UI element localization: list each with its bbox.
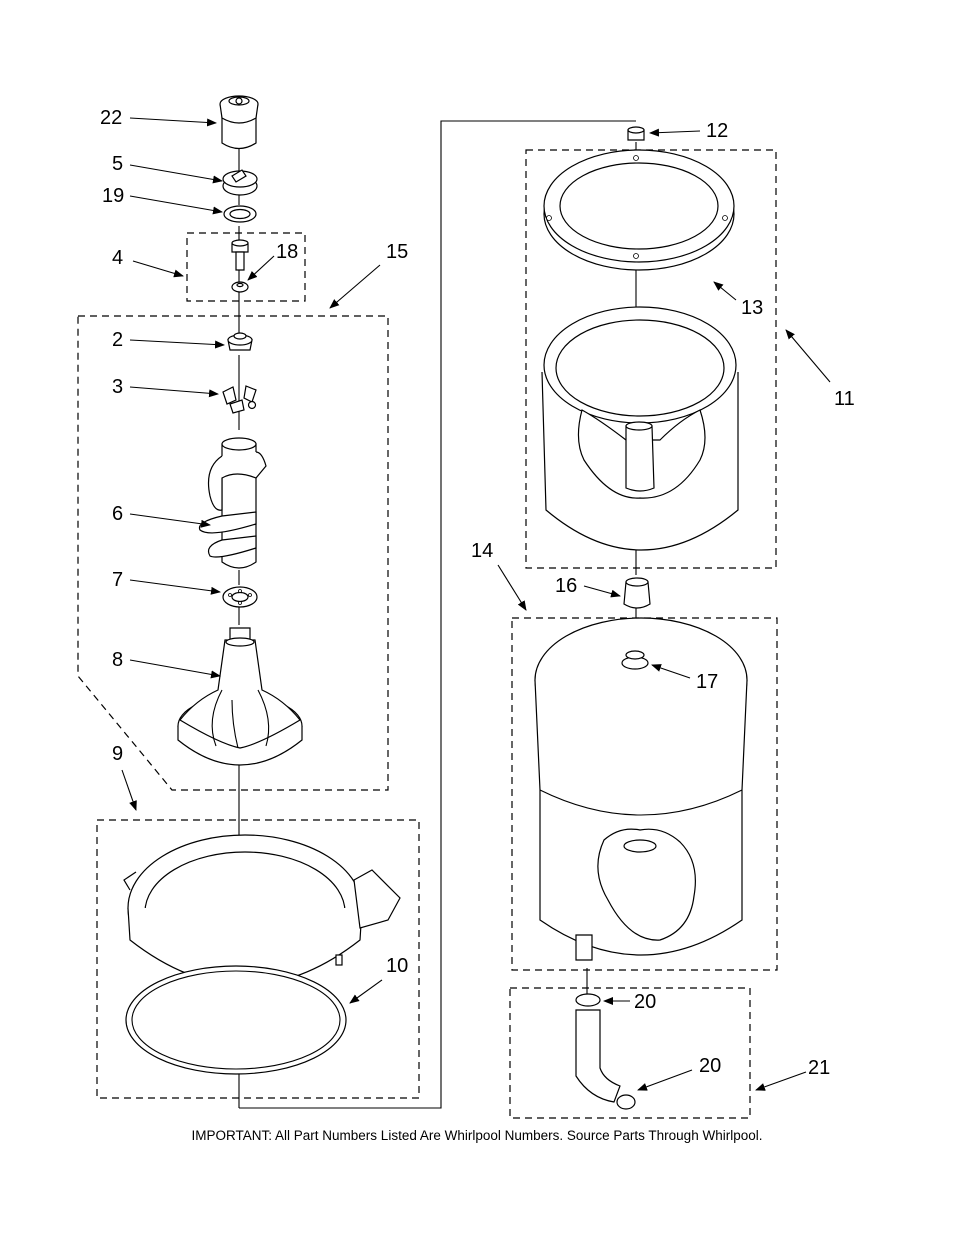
part-8-agitator-base: [178, 628, 302, 765]
callout-15: 15: [386, 241, 408, 263]
part-6-agitator-auger: [199, 438, 266, 568]
callout-21: 21: [808, 1057, 830, 1079]
part-11-basket: [542, 307, 738, 550]
callout-6: 6: [112, 503, 123, 525]
callout-17: 17: [696, 671, 718, 693]
callout-22: 22: [100, 107, 122, 129]
part-5-cap: [223, 170, 257, 195]
callout-3: 3: [112, 376, 123, 398]
footer-note: IMPORTANT: All Part Numbers Listed Are W…: [0, 1128, 954, 1143]
callout-5: 5: [112, 153, 123, 175]
part-16-seal: [624, 578, 650, 608]
callout-18: 18: [276, 241, 298, 263]
callout-2: 2: [112, 329, 123, 351]
callout-16: 16: [555, 575, 577, 597]
part-13-balance-ring: [544, 150, 734, 270]
callout-8: 8: [112, 649, 123, 671]
callout-9: 9: [112, 743, 123, 765]
callout-11: 11: [834, 388, 855, 410]
part-2-cam: [228, 333, 252, 350]
part-20-clamp-top: [576, 994, 600, 1006]
callout-13: 13: [741, 297, 763, 319]
callout-10: 10: [386, 955, 408, 977]
part-20-clamp-bottom: [617, 1095, 635, 1109]
part-19-o-ring: [224, 206, 256, 222]
callout-7: 7: [112, 569, 123, 591]
part-4-bolt: [232, 240, 248, 270]
callout-20-upper: 20: [634, 991, 656, 1013]
part-7-bearing: [223, 587, 257, 607]
part-17-bushing: [622, 651, 648, 669]
part-12-nut: [628, 127, 644, 140]
part-21-drain-hose: [576, 1010, 620, 1102]
callout-12: 12: [706, 120, 728, 142]
part-18-washer: [232, 282, 248, 292]
part-10-snap-ring: [126, 966, 346, 1074]
callout-4: 4: [112, 247, 123, 269]
part-14-outer-tub: [535, 618, 747, 960]
part-22-dispenser-cap: [220, 96, 258, 149]
callout-19: 19: [102, 185, 124, 207]
callout-14: 14: [471, 540, 493, 562]
callout-20-lower: 20: [699, 1055, 721, 1077]
